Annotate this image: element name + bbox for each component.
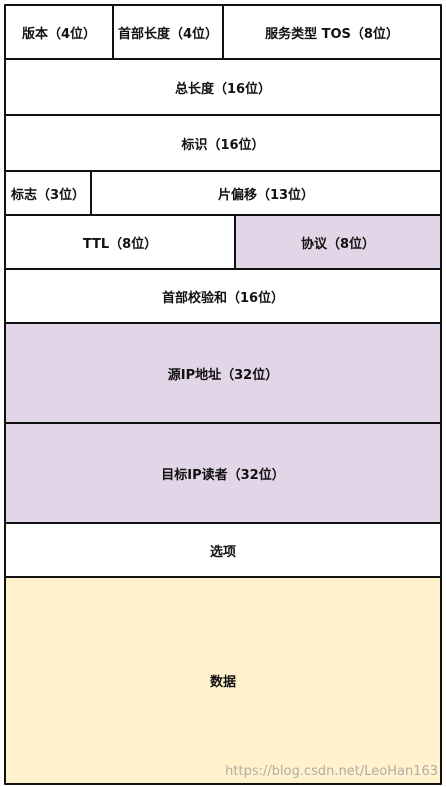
header-length-field: 首部长度（4位）: [112, 4, 224, 60]
data-field: 数据: [4, 576, 442, 785]
protocol-field: 协议（8位）: [234, 214, 442, 270]
service-type-field: 服务类型 TOS（8位）: [222, 4, 442, 60]
version-field: 版本（4位）: [4, 4, 114, 60]
identification-field: 标识（16位）: [4, 114, 442, 172]
flags-field: 标志（3位）: [4, 170, 92, 216]
ttl-field: TTL（8位）: [4, 214, 236, 270]
options-field: 选项: [4, 522, 442, 578]
header-checksum-field: 首部校验和（16位）: [4, 268, 442, 324]
watermark-text: https://blog.csdn.net/LeoHan163: [225, 764, 438, 779]
total-length-field: 总长度（16位）: [4, 58, 442, 116]
fragment-offset-field: 片偏移（13位）: [90, 170, 442, 216]
dest-ip-field: 目标IP读者（32位）: [4, 422, 442, 524]
source-ip-field: 源IP地址（32位）: [4, 322, 442, 424]
